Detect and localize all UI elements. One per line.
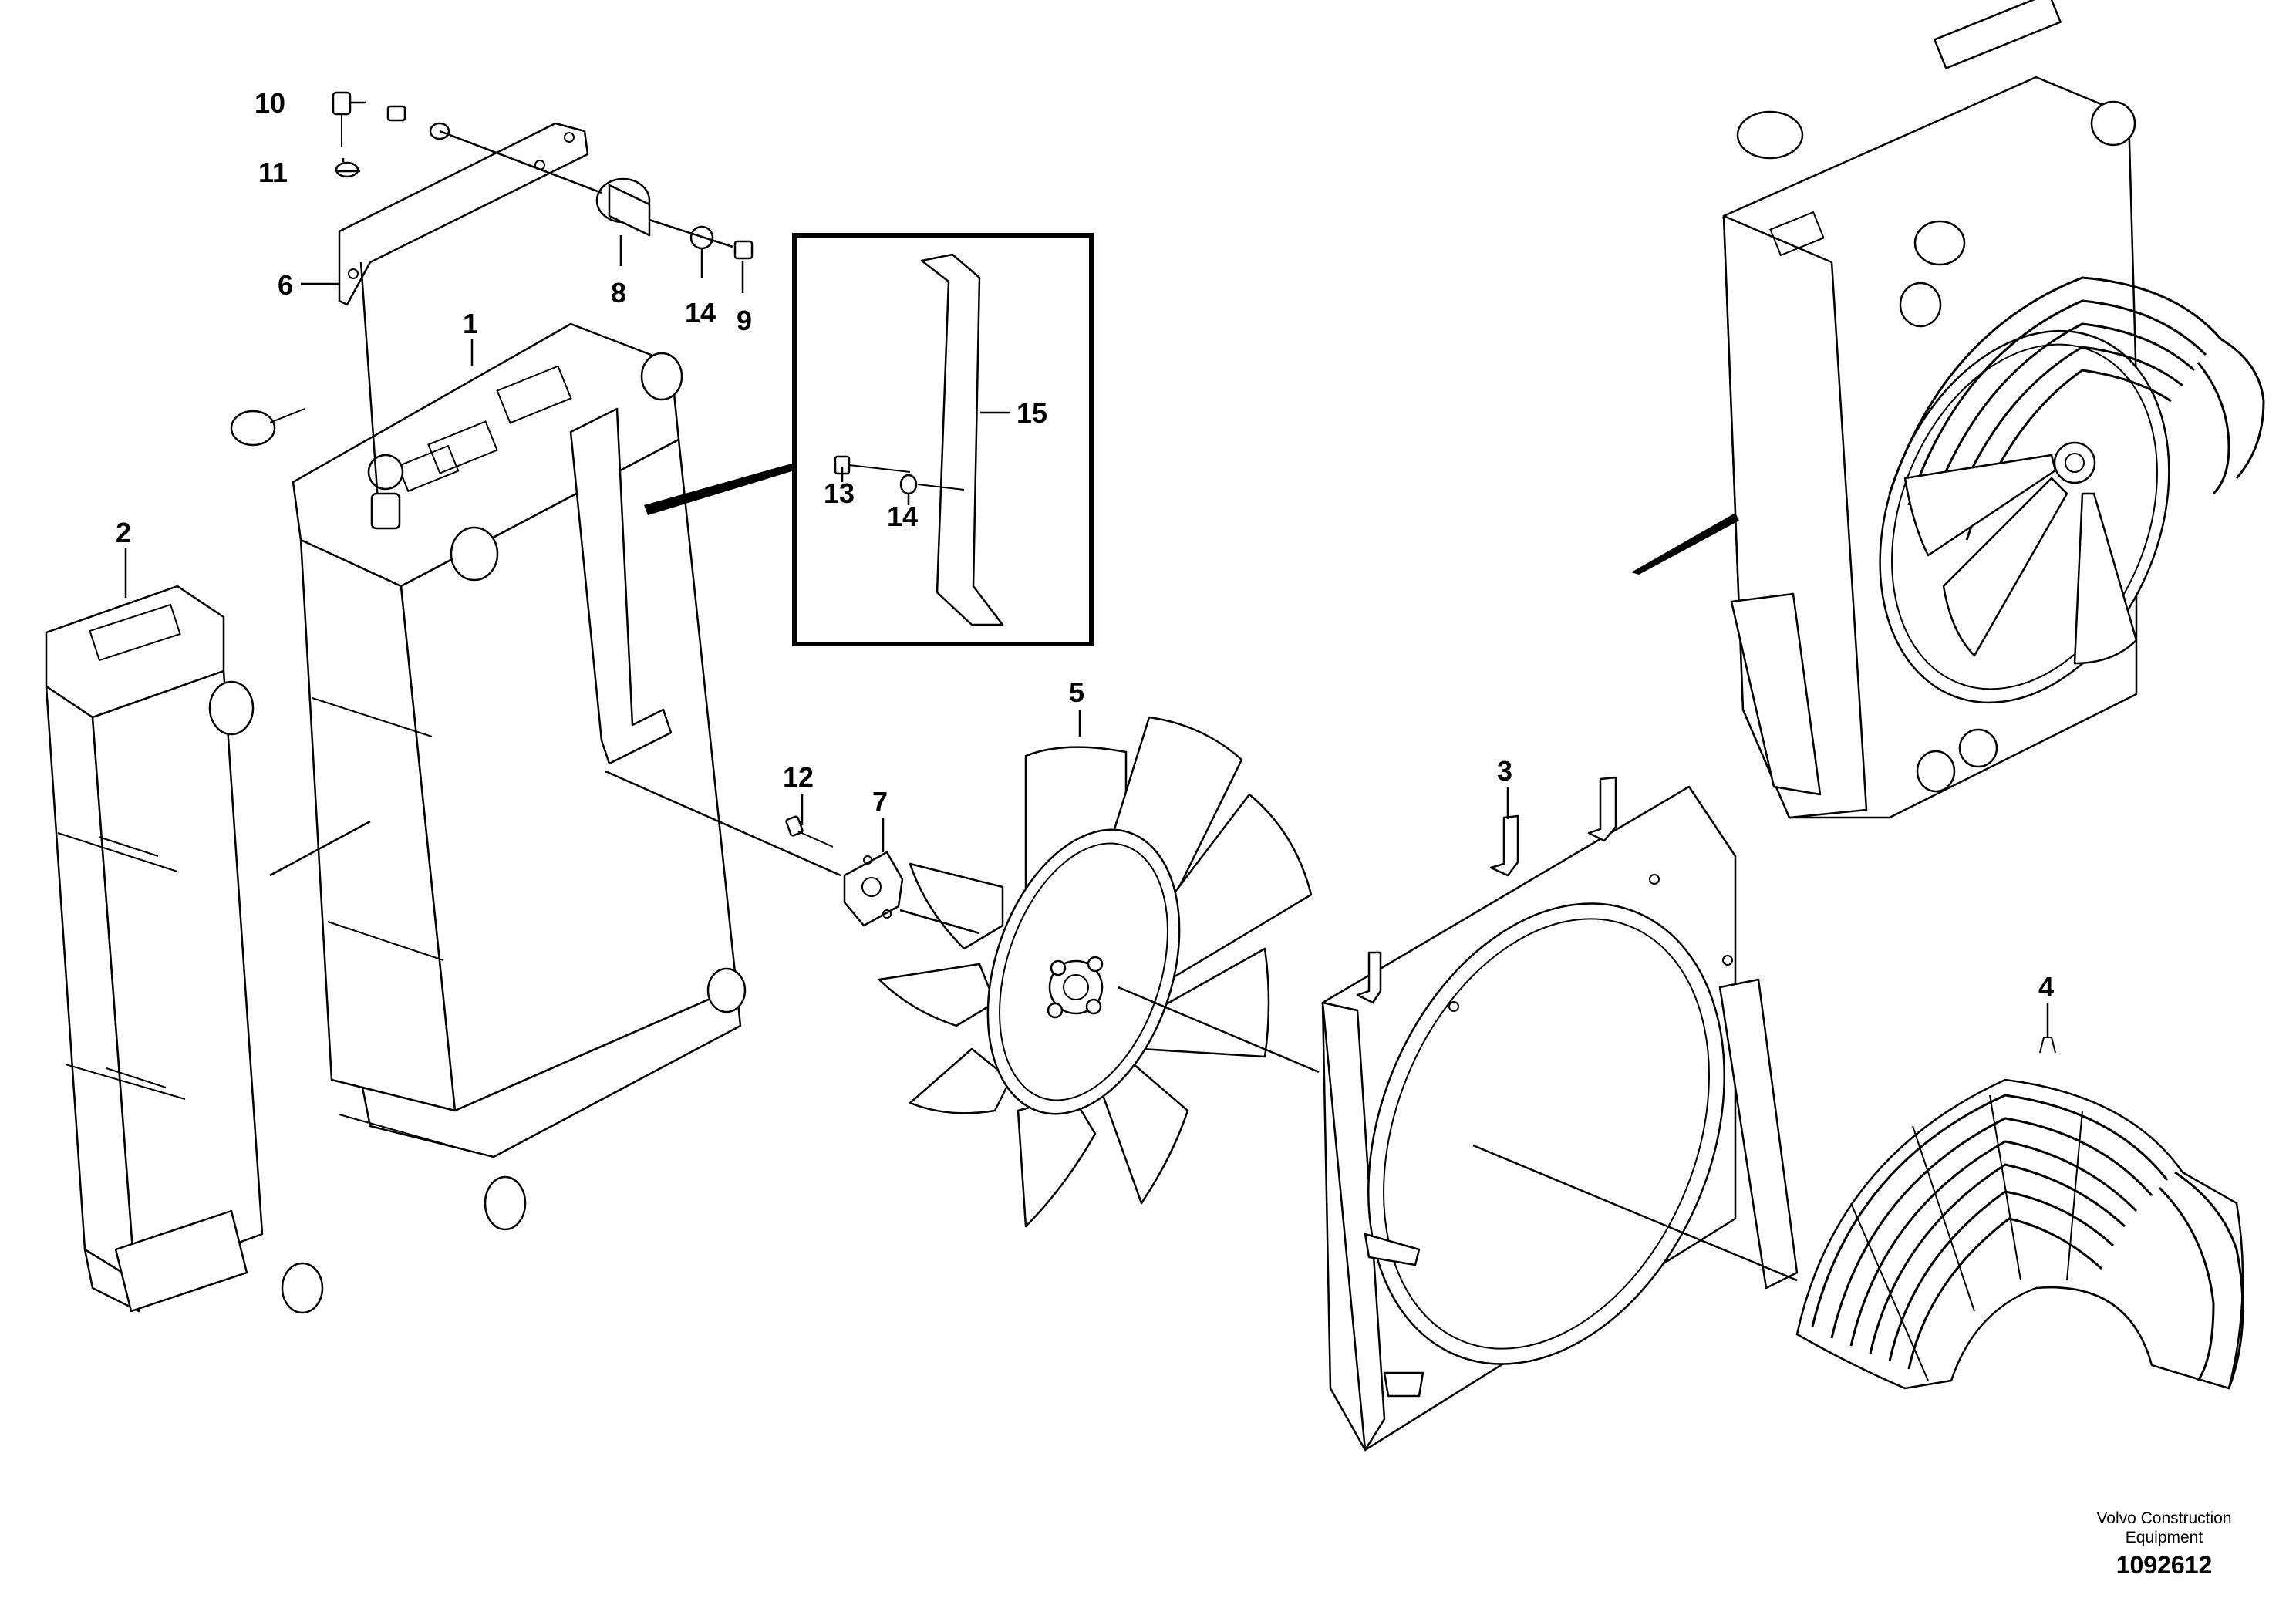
credit-line-1: Volvo Construction — [2096, 1509, 2231, 1527]
callout-14-inset: 14 — [887, 501, 918, 532]
radiator-part-1 — [230, 322, 747, 1231]
publisher-credit: Volvo Construction Equipment 1092612 — [2096, 1509, 2231, 1579]
leader-lines — [124, 101, 2049, 1282]
grille-part-4 — [1795, 1037, 2244, 1390]
callout-3: 3 — [1497, 755, 1512, 787]
callout-7: 7 — [872, 786, 888, 818]
callout-12: 12 — [783, 761, 814, 793]
callout-8: 8 — [611, 277, 626, 309]
callout-1: 1 — [463, 308, 478, 339]
callout-14-top: 14 — [685, 297, 716, 329]
callout-2: 2 — [116, 517, 131, 548]
cooler-part-2 — [45, 585, 324, 1314]
callout-13: 13 — [824, 477, 855, 509]
callout-15: 15 — [1017, 397, 1047, 429]
fan-part-5 — [878, 716, 1313, 1228]
callout-labels: 1 2 3 4 5 6 7 8 9 10 11 12 13 14 14 15 — [116, 87, 2054, 1003]
callout-10: 10 — [255, 87, 285, 119]
credit-line-2: Equipment — [2126, 1529, 2203, 1546]
callout-9: 9 — [737, 305, 752, 336]
bracket-part-6 — [338, 122, 589, 306]
fan-adapter-part-7 — [785, 815, 904, 927]
fasteners-top — [332, 91, 754, 530]
callout-4: 4 — [2038, 971, 2054, 1003]
assembled-view — [1631, 0, 2265, 819]
callout-6: 6 — [278, 269, 293, 301]
shroud-part-3 — [1321, 776, 1799, 1452]
document-number: 1092612 — [2116, 1551, 2213, 1579]
callout-5: 5 — [1069, 676, 1084, 708]
detail-inset — [644, 233, 1094, 646]
callout-11: 11 — [258, 157, 288, 188]
